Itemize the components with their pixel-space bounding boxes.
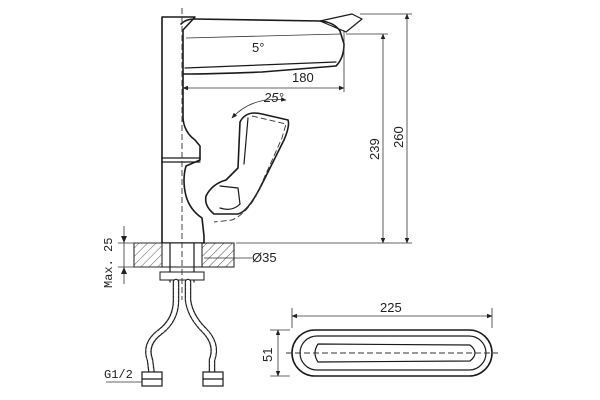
label-spout-angle: 5° (252, 40, 264, 55)
top-view-handle (314, 343, 476, 363)
hose-left-pattern (146, 279, 179, 379)
faucet-side-view (133, 8, 363, 387)
handle-rotated-dashed (213, 115, 287, 223)
label-reach: 180 (292, 70, 314, 85)
label-top-width: 51 (260, 348, 275, 362)
faucet-top-view (270, 308, 498, 377)
faucet-body-outline (161, 16, 205, 244)
spout-inner-line (184, 61, 337, 69)
hose-right-pattern (185, 279, 216, 379)
handle-inner (219, 117, 249, 210)
label-max-counter: Max. 25 (102, 238, 116, 288)
label-connection: G1/2 (104, 368, 133, 382)
handle-angle-arc (231, 97, 287, 119)
aerator (319, 13, 363, 33)
label-total-height: 260 (391, 126, 406, 148)
label-hole-diameter: Ø35 (252, 250, 277, 265)
label-handle-angle: 25° (263, 90, 284, 105)
label-spout-height: 239 (367, 138, 382, 160)
label-top-length: 225 (380, 300, 402, 315)
side-view-dimensions (106, 13, 412, 383)
